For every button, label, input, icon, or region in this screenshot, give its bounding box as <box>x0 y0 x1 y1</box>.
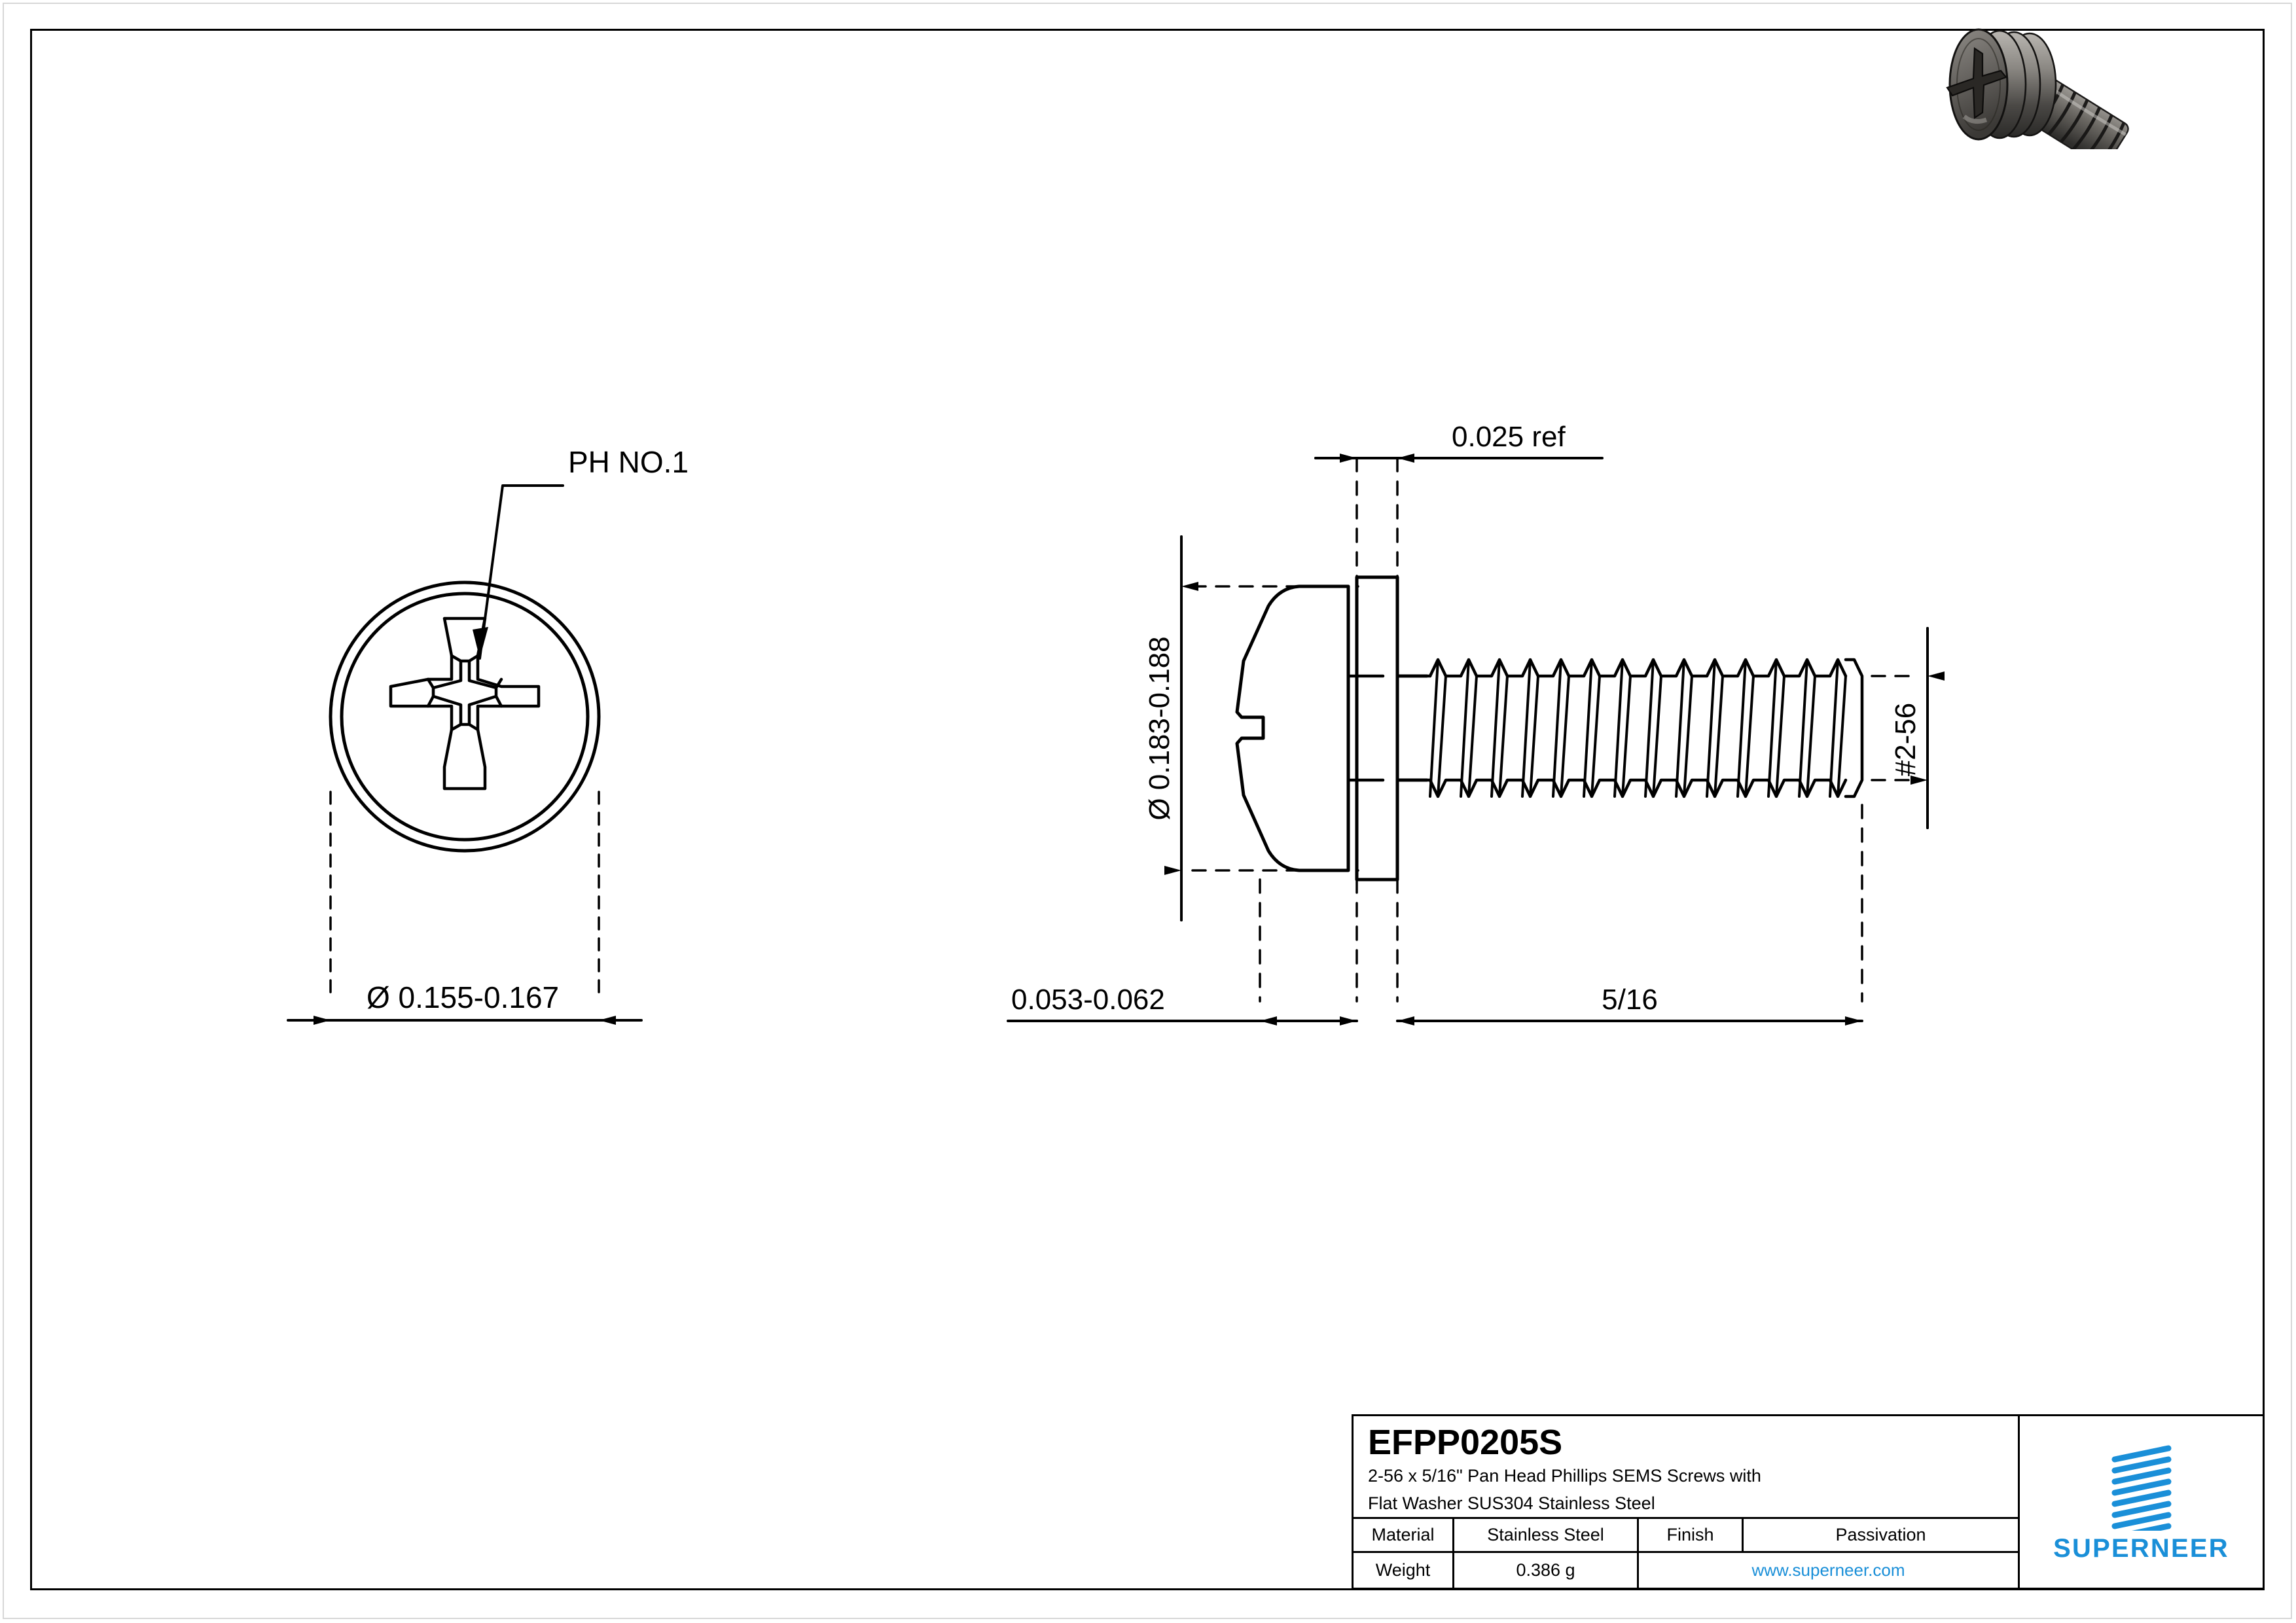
finish-value: Passivation <box>1835 1524 1926 1544</box>
title-block-row-weight: Weight 0.386 g www.superneer.com <box>1354 1553 2018 1588</box>
weight-value: 0.386 g <box>1454 1553 1639 1588</box>
title-block: EFPP0205S 2-56 x 5/16" Pan Head Phillips… <box>1352 1414 2265 1590</box>
head-height-text: 0.053-0.062 <box>1011 984 1165 1016</box>
material-label: Material <box>1354 1518 1454 1552</box>
superneer-logo-icon <box>2111 1445 2171 1531</box>
material-value: Stainless Steel <box>1454 1518 1639 1552</box>
phillips-cross-recess <box>1946 47 2007 119</box>
brand-wordmark: SUPERNEER <box>2053 1534 2229 1563</box>
brand-block: SUPERNEER <box>2020 1416 2263 1588</box>
washer-thickness-text: 0.025 ref <box>1452 421 1566 453</box>
title-block-left: EFPP0205S 2-56 x 5/16" Pan Head Phillips… <box>1354 1416 2020 1588</box>
weight-label: Weight <box>1354 1553 1454 1588</box>
front-view-callout-text: PH NO.1 <box>568 445 689 479</box>
title-block-description: EFPP0205S 2-56 x 5/16" Pan Head Phillips… <box>1354 1416 2018 1519</box>
sheet-inner-frame <box>30 29 2265 1590</box>
description-line-2: Flat Washer SUS304 Stainless Steel <box>1368 1493 1655 1513</box>
title-block-row-material: Material Stainless Steel Finish Passivat… <box>1354 1518 2018 1554</box>
side-view-geometry <box>1007 454 1945 1026</box>
ph-callout-leader <box>478 484 564 660</box>
website-url[interactable]: www.superneer.com <box>1751 1560 1905 1580</box>
sheet-outer-border <box>3 3 2292 1619</box>
description-line-1: 2-56 x 5/16" Pan Head Phillips SEMS Scre… <box>1368 1466 1761 1486</box>
head-diameter-text: Ø 0.183-0.188 <box>1143 636 1175 820</box>
screw-3d-render <box>1946 28 2129 149</box>
finish-label: Finish <box>1639 1518 1744 1552</box>
front-view-geometry <box>287 484 643 1025</box>
thread-length-text: 5/16 <box>1602 984 1658 1016</box>
front-view-diameter-text: Ø 0.155-0.167 <box>367 980 559 1014</box>
thread-callout-text: #2-56 <box>1890 703 1922 777</box>
part-number: EFPP0205S <box>1368 1423 1563 1462</box>
